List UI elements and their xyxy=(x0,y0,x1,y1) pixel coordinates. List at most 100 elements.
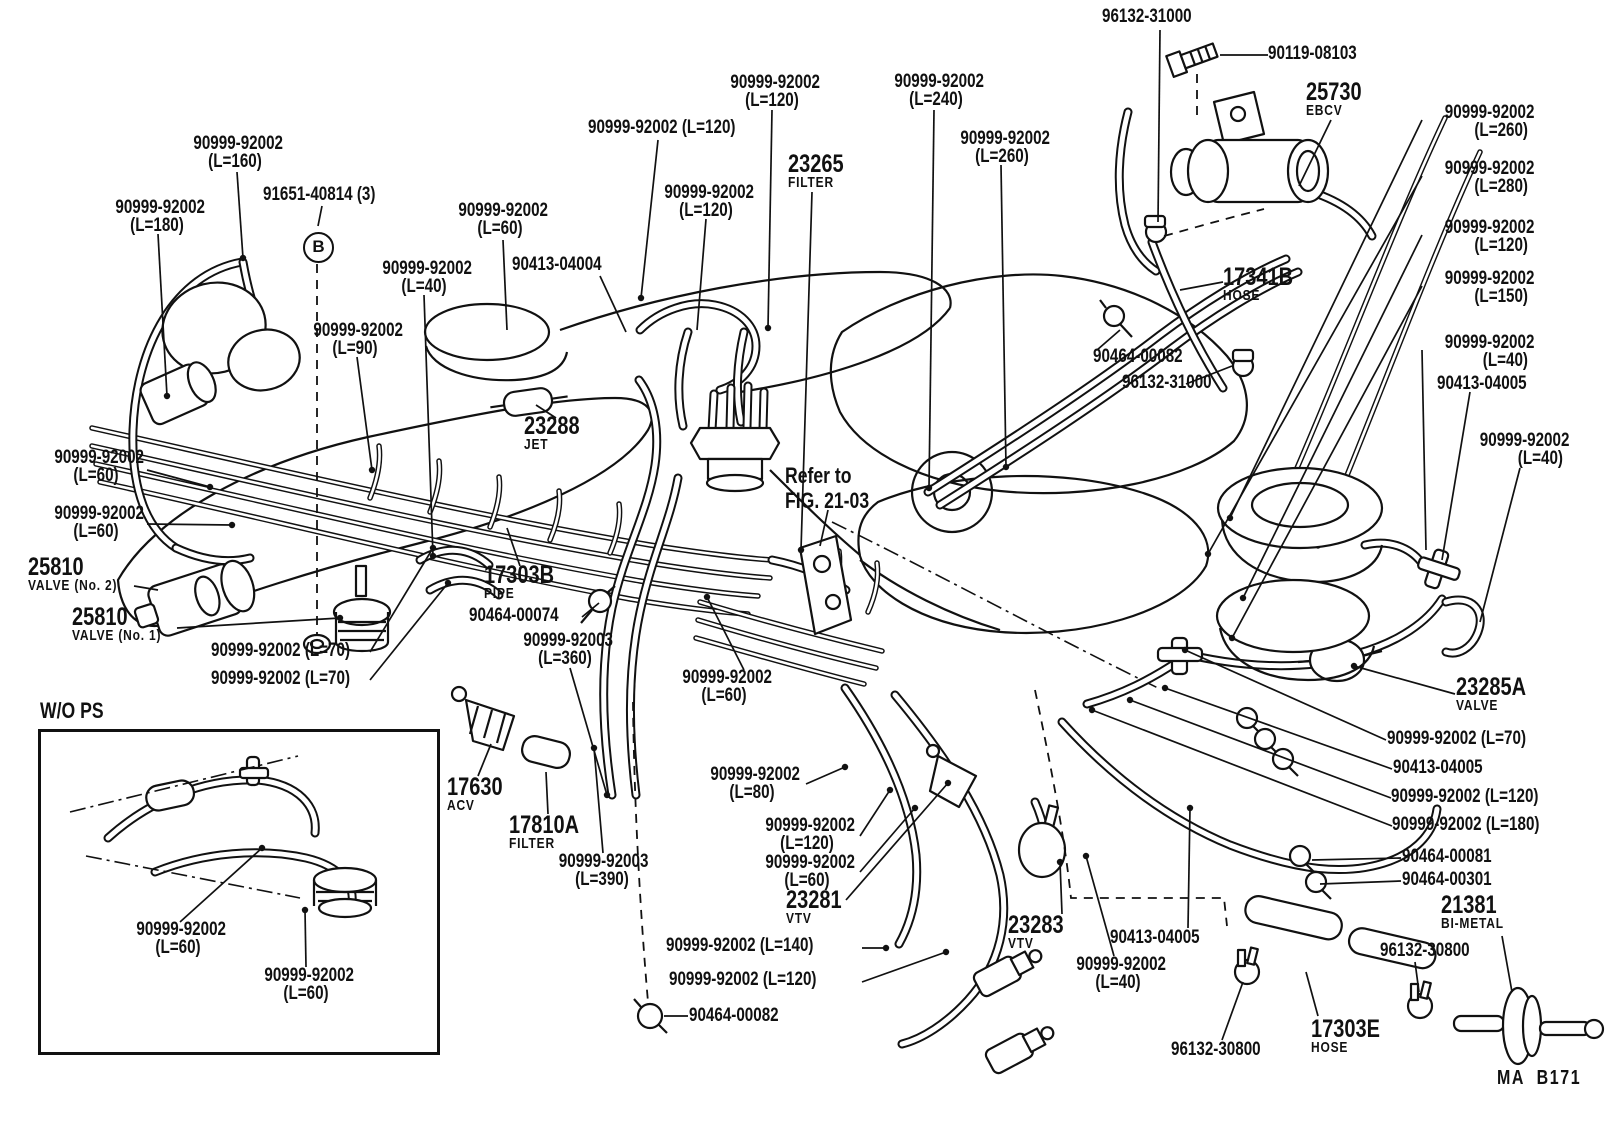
component-glyphs xyxy=(69,42,1605,1075)
clamp-96132-left xyxy=(1233,946,1261,986)
part-label-hose-l390: 90999-92003(L=390) xyxy=(558,851,649,890)
part-label-hose-l280: 90999-92002(L=280) xyxy=(1444,158,1535,197)
part-label-hose-l60-d: 90999-92002(L=60) xyxy=(765,852,855,891)
bolt-90119 xyxy=(1165,42,1219,78)
part-label-hose-l140: 90999-92002 (L=140) xyxy=(666,935,814,956)
part-label-90464-00082-bottom: 90464-00082 xyxy=(689,1005,779,1026)
clip-90464-00082-bottom xyxy=(633,998,668,1034)
part-label-90413-04005-c: 90413-04005 xyxy=(1393,757,1483,778)
clip-cluster xyxy=(1235,706,1299,777)
part-label-hose-l120-a: 90999-92002 (L=120) xyxy=(588,117,736,138)
part-label-96132-31000-top: 96132-31000 xyxy=(1102,6,1192,27)
valve-25810-no2 xyxy=(133,559,256,637)
part-label-hose-l60-left1: 90999-92002(L=60) xyxy=(54,447,145,486)
part-label-hose-l240: 90999-92002(L=240) xyxy=(894,71,984,110)
part-label-hose-l260-b: 90999-92002(L=260) xyxy=(1444,102,1535,141)
vtv-23283 xyxy=(1017,804,1067,879)
part-label-hose-l60-left2: 90999-92002(L=60) xyxy=(54,503,145,542)
acv-17630 xyxy=(450,685,516,752)
part-label-96132-30800-left: 96132-30800 xyxy=(1171,1039,1261,1060)
part-label-hose-l40-b: 90999-92002(L=40) xyxy=(1444,332,1535,371)
jet-23288 xyxy=(490,387,568,417)
clips-lower-right xyxy=(1288,844,1332,900)
part-label-hose-l80: 90999-92002(L=80) xyxy=(710,764,800,803)
part-label-hose-l160: 90999-92002(L=160) xyxy=(193,133,283,172)
part-label-hose-l120-b: 90999-92002(L=120) xyxy=(730,72,820,111)
part-label-hose-l120-g: 90999-92002 (L=120) xyxy=(1391,786,1539,807)
part-label-hose-l90: 90999-92002(L=90) xyxy=(313,320,403,359)
callout-b: B xyxy=(303,232,334,263)
tee-fitting-1 xyxy=(1156,636,1204,676)
part-label-hose-l360: 90999-92003(L=360) xyxy=(523,630,613,669)
air-cleaner-left xyxy=(423,302,569,382)
valve-25810-no1 xyxy=(332,564,392,652)
part-label-hose-l180-b: 90999-92002 (L=180) xyxy=(1392,814,1540,835)
part-label-hose-l70-c: 90999-92002 (L=70) xyxy=(1387,728,1527,749)
tee-fitting-2 xyxy=(1417,548,1461,590)
plug-glyph-2 xyxy=(984,1026,1055,1075)
check-valve-top xyxy=(1143,214,1168,244)
dashed-lines xyxy=(316,74,1265,1003)
part-label-90413-04005-a: 90413-04005 xyxy=(1437,373,1527,394)
filter-17810a xyxy=(521,735,571,769)
part-label-hose-l60-center: 90999-92002(L=60) xyxy=(682,667,772,706)
part-label-90464-00301: 90464-00301 xyxy=(1402,869,1492,890)
part-label-hose-l120-e: 90999-92002(L=120) xyxy=(765,815,855,854)
part-label-hose-l70-b: 90999-92002 (L=70) xyxy=(211,668,351,689)
part-label-hose-l120-f: 90999-92002 (L=120) xyxy=(669,969,817,990)
part-label-hose-l40-left: 90999-92002(L=40) xyxy=(382,258,472,297)
part-label-hose-l40-d: 90999-92002(L=40) xyxy=(1076,954,1166,993)
check-valve-mid xyxy=(1231,348,1255,378)
hose-17303e-segments xyxy=(1244,895,1437,970)
part-label-hose-l180: 90999-92002(L=180) xyxy=(115,197,205,236)
vtv-23281 xyxy=(925,743,978,809)
inset-parts xyxy=(69,755,378,919)
part-label-91651-40814: 91651-40814 (3) xyxy=(263,184,376,205)
part-label-hose-l150: 90999-92002(L=150) xyxy=(1444,268,1535,307)
part-label-90119-08103: 90119-08103 xyxy=(1268,43,1357,64)
mount-bracket xyxy=(798,534,853,636)
plug-glyph-1 xyxy=(972,949,1043,998)
clip-right xyxy=(1099,299,1133,338)
inset-title-wo-ps: W/O PS xyxy=(40,698,104,723)
air-cleaner-right xyxy=(1215,466,1384,682)
bimetal-21381 xyxy=(1452,986,1605,1066)
clamp-96132-right xyxy=(1406,980,1434,1020)
inset-wo-ps-box xyxy=(38,729,440,1055)
part-label-hose-l60-inset2: 90999-92002(L=60) xyxy=(264,965,354,1004)
part-label-96132-30800-right: 96132-30800 xyxy=(1380,940,1470,961)
bvsv-switch xyxy=(689,426,781,493)
part-label-hose-l120-c: 90999-92002(L=120) xyxy=(664,182,754,221)
part-label-hose-l40-c: 90999-92002(L=40) xyxy=(1479,430,1570,469)
vacuum-canisters xyxy=(139,281,301,426)
part-label-hose-l120-d: 90999-92002(L=120) xyxy=(1444,217,1535,256)
part-label-90464-00081: 90464-00081 xyxy=(1402,846,1492,867)
ebcv-25730 xyxy=(1169,90,1330,204)
part-label-hose-l260-a: 90999-92002(L=260) xyxy=(960,128,1050,167)
part-label-hose-l60-inset1: 90999-92002(L=60) xyxy=(136,919,226,958)
part-label-96132-31000-mid: 96132-31000 xyxy=(1122,372,1212,393)
part-label-90413-04004: 90413-04004 xyxy=(512,254,602,275)
part-label-hose-l70-a: 90999-92002 (L=70) xyxy=(211,640,351,661)
drawing-code: MA B171 xyxy=(1497,1067,1582,1089)
part-label-hose-l60-top: 90999-92002(L=60) xyxy=(458,200,548,239)
leader-lines xyxy=(133,29,1521,1041)
part-label-90413-04005-b: 90413-04005 xyxy=(1110,927,1200,948)
part-label-90464-00082-right: 90464-00082 xyxy=(1093,346,1183,367)
part-label-90464-00074: 90464-00074 xyxy=(469,605,559,626)
